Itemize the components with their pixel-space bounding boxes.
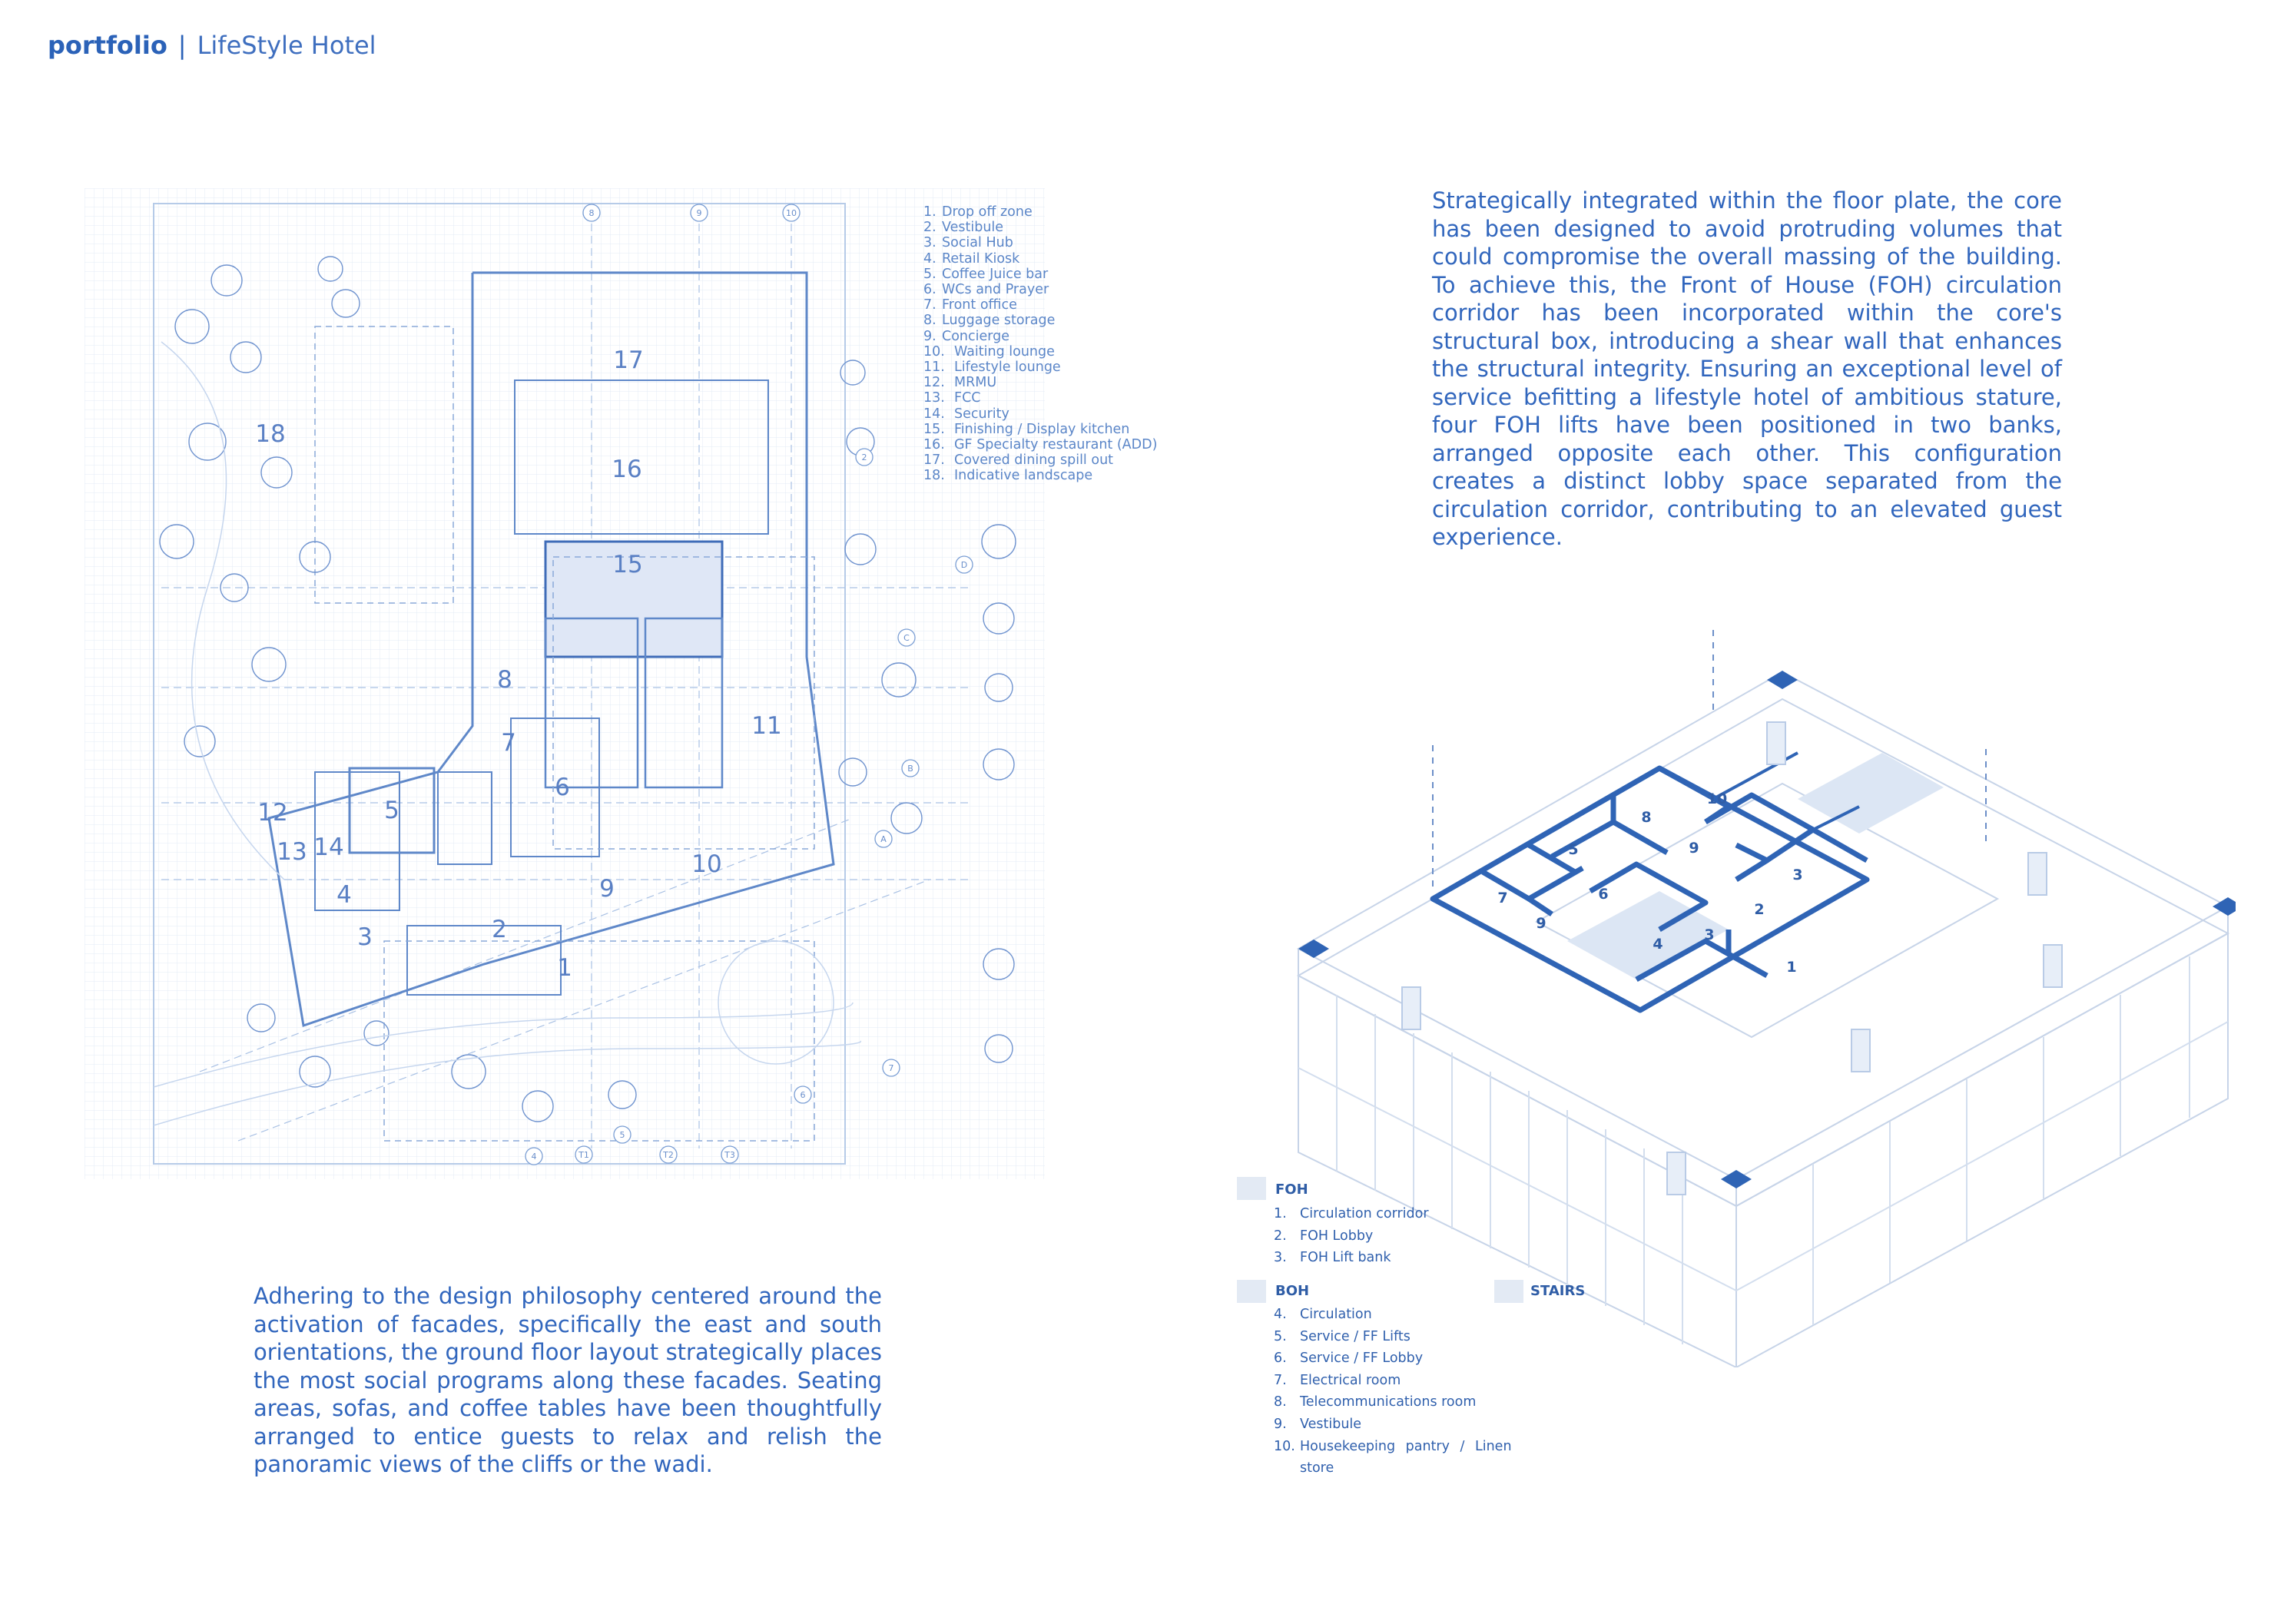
axo-label-8: 8	[1641, 809, 1651, 826]
axo-label-7: 7	[1497, 890, 1507, 906]
plan-legend-item: 2.Vestibule	[923, 220, 1004, 236]
boh-legend-item: 4.Circulation	[1274, 1307, 1372, 1322]
axo-label-3b: 3	[1792, 867, 1802, 883]
plan-room-12: 12	[257, 799, 287, 827]
stairs-title: STAIRS	[1530, 1283, 1586, 1299]
plan-legend-item: 6.WCs and Prayer	[923, 282, 1049, 298]
boh-swatch	[1237, 1280, 1266, 1303]
plan-room-6: 6	[555, 774, 570, 801]
plan-room-14: 14	[313, 834, 343, 861]
plan-room-15: 15	[612, 551, 642, 578]
axo-label-5: 5	[1568, 841, 1578, 858]
plan-legend-item: 17.Covered dining spill out	[923, 452, 1114, 469]
plan-legend-item: 5.Coffee Juice bar	[923, 266, 1049, 282]
plan-legend-item: 4.Retail Kiosk	[923, 250, 1020, 267]
axo-label-9a: 9	[1689, 840, 1699, 857]
boh-legend-item: 9.Vestibule	[1274, 1416, 1362, 1432]
plan-legend-item: 12.MRMU	[923, 375, 997, 391]
plan-room-4: 4	[336, 881, 352, 909]
plan-legend-item: 8.Luggage storage	[923, 313, 1056, 329]
plan-legend-item: 7.Front office	[923, 297, 1017, 313]
boh-title: BOH	[1275, 1283, 1310, 1299]
grid-label: 8	[589, 208, 595, 218]
plan-legend-item: 10.Waiting lounge	[923, 343, 1055, 360]
boh-legend-list: 4.Circulation 5.Service / FF Lifts 6.Ser…	[1274, 1304, 1527, 1480]
foh-legend-item: 1.Circulation corridor	[1274, 1206, 1429, 1221]
boh-legend-item: 6.Service / FF Lobby	[1274, 1351, 1424, 1367]
axo-label-1: 1	[1786, 959, 1796, 976]
plan-legend: 1.Drop off zone 2.Vestibule 3.Social Hub…	[923, 204, 1157, 484]
grid-label: B	[907, 764, 913, 774]
grid-label: 10	[786, 208, 797, 218]
plan-room-18: 18	[255, 420, 285, 448]
axo-label-9b: 9	[1536, 915, 1546, 932]
axo-label-4: 4	[1653, 936, 1662, 953]
plan-room-2: 2	[492, 916, 507, 943]
plan-legend-item: 3.Social Hub	[923, 235, 1013, 251]
grid-label: 4	[532, 1152, 537, 1162]
plan-room-5: 5	[384, 797, 399, 824]
grid-label: 6	[801, 1090, 806, 1100]
stairs-swatch	[1494, 1280, 1523, 1303]
plan-room-13: 13	[277, 838, 307, 866]
foh-legend-item: 2.FOH Lobby	[1274, 1228, 1374, 1244]
plan-legend-item: 11.Lifestyle lounge	[923, 360, 1061, 376]
foh-legend-list: 1.Circulation corridor 2.FOH Lobby 3.FOH…	[1274, 1203, 1429, 1269]
axo-label-6: 6	[1598, 886, 1608, 903]
plan-room-3: 3	[357, 923, 373, 951]
grid-label: T1	[578, 1150, 589, 1160]
plan-room-10: 10	[691, 850, 721, 878]
axo-label-2: 2	[1754, 901, 1764, 918]
boh-legend-item: 7.Electrical room	[1274, 1372, 1401, 1388]
plan-room-9: 9	[599, 875, 615, 903]
boh-legend-item: 8.Telecommunications room	[1274, 1394, 1477, 1410]
foh-legend-item: 3.FOH Lift bank	[1274, 1250, 1391, 1266]
plan-legend-item: 15.Finishing / Display kitchen	[923, 421, 1130, 437]
page-header: portfolio | LifeStyle Hotel	[48, 31, 376, 60]
plan-legend-item: 18.Indicative landscape	[923, 468, 1093, 484]
plan-room-17: 17	[613, 346, 643, 374]
grid-label: 5	[620, 1130, 625, 1140]
header-separator: |	[177, 31, 187, 60]
plan-room-11: 11	[751, 712, 781, 740]
grid-label: C	[903, 633, 910, 643]
plan-room-8: 8	[497, 666, 512, 694]
grid-label: A	[880, 834, 887, 844]
plan-legend-item: 14.Security	[923, 406, 1009, 422]
axo-label-3a: 3	[1704, 926, 1714, 943]
foh-title: FOH	[1275, 1182, 1308, 1198]
boh-legend-item: 10.Housekeeping pantry / Linen store	[1274, 1438, 1512, 1477]
core-axonometric-diagram: 1 2 3 3 4 5 6 7 8 9 9 10	[1296, 630, 2236, 1367]
axo-label-10: 10	[1707, 790, 1727, 807]
plan-legend-item: 9.Concierge	[923, 328, 1010, 344]
grid-label: T3	[724, 1150, 735, 1160]
plan-room-1: 1	[557, 954, 572, 982]
plan-legend-item: 16.GF Specialty restaurant (ADD)	[923, 437, 1158, 453]
plan-room-16: 16	[612, 456, 641, 483]
brand-title: portfolio	[48, 31, 167, 60]
project-title: LifeStyle Hotel	[197, 31, 376, 60]
grid-label: 7	[889, 1063, 894, 1073]
plan-room-7: 7	[501, 729, 516, 757]
foh-swatch	[1237, 1177, 1266, 1200]
grid-label: 2	[862, 452, 867, 462]
boh-legend-item: 5.Service / FF Lifts	[1274, 1328, 1411, 1344]
grid-label: 9	[697, 208, 702, 218]
grid-label: D	[961, 560, 967, 570]
ground-floor-description-paragraph: Adhering to the design philosophy center…	[254, 1283, 882, 1477]
core-description-paragraph: Strategically integrated within the floo…	[1432, 187, 2062, 550]
grid-label: T2	[662, 1150, 674, 1160]
ground-floor-plan: 1 2 3 4 5 6 7 8 9 10 11 12 13 14 15 16 1…	[85, 188, 1045, 1179]
plan-legend-item: 1.Drop off zone	[923, 204, 1033, 220]
plan-legend-item: 13.FCC	[923, 390, 981, 406]
